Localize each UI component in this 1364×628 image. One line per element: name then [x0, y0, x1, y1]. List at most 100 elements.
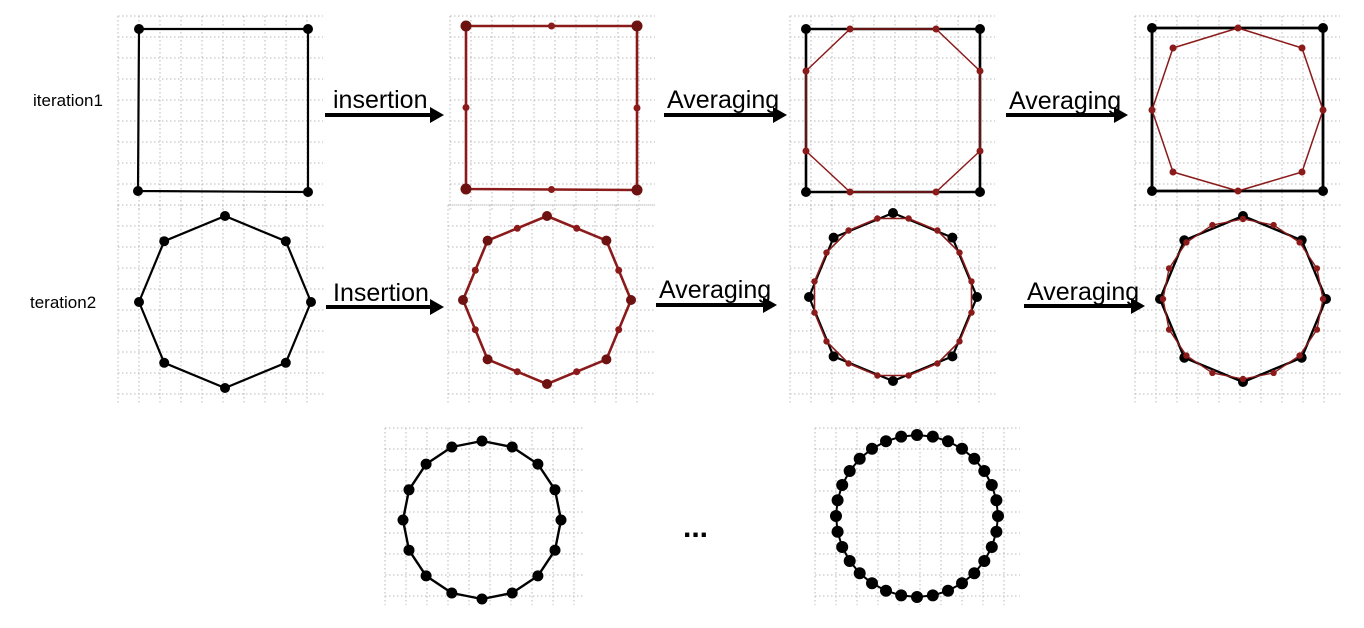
- vertex-point: [976, 67, 984, 75]
- vertex-point: [133, 186, 143, 196]
- arrowhead-r1-averaging-2: [1114, 107, 1128, 123]
- vertex-point: [220, 383, 230, 393]
- grid-r2-original: [117, 204, 325, 405]
- inserted-square-corners: [460, 20, 643, 196]
- vertex-point: [846, 25, 854, 33]
- arrowhead-r1-insertion: [430, 107, 444, 123]
- vertex-point: [905, 215, 912, 222]
- vertex-point: [905, 372, 912, 379]
- vertex-point: [532, 458, 544, 470]
- vertex-point: [942, 435, 954, 448]
- vertex-point: [843, 465, 856, 477]
- averaging-1-octagon-points: [802, 25, 984, 196]
- vertex-point: [134, 24, 144, 34]
- averaging-2-octagon-points: [1148, 24, 1327, 195]
- vertex-point: [542, 379, 552, 389]
- vertex-point: [968, 567, 981, 580]
- step-label-r2-averaging-2: Averaging: [1027, 278, 1139, 306]
- vertex-point: [990, 494, 1003, 507]
- averaging-2-octagon-outer-points: [1155, 211, 1331, 387]
- vertex-point: [895, 430, 908, 443]
- vertex-point: [1239, 375, 1247, 383]
- vertex-point: [555, 514, 567, 526]
- averaging-1-16gon: [813, 217, 973, 377]
- vertex-point: [976, 147, 984, 155]
- vertex-point: [548, 186, 555, 193]
- step-label-r2-insertion: Insertion: [333, 279, 429, 307]
- vertex-point: [1296, 239, 1303, 246]
- vertex-point: [513, 224, 521, 232]
- vertex-point: [1183, 239, 1190, 246]
- vertex-point: [843, 555, 856, 567]
- vertex-point: [831, 525, 844, 538]
- vertex-point: [615, 266, 623, 274]
- vertex-point: [801, 187, 811, 197]
- vertex-point: [506, 587, 518, 599]
- inserted-midpoints: [462, 22, 641, 193]
- vertex-point: [1270, 221, 1277, 229]
- vertex-point: [972, 292, 982, 302]
- vertex-point: [1298, 168, 1306, 176]
- result-16gon-vertices: [397, 435, 567, 605]
- arrowhead-r1-averaging-1: [773, 107, 787, 123]
- vertex-point: [975, 24, 985, 34]
- vertex-point: [823, 249, 830, 256]
- vertex-point: [1209, 369, 1216, 377]
- vertex-point: [513, 368, 521, 376]
- vertex-point: [968, 278, 975, 285]
- vertex-point: [956, 577, 968, 590]
- vertex-point: [992, 510, 1004, 522]
- polygon-shapes: [133, 20, 1331, 605]
- vertex-point: [549, 544, 561, 556]
- vertex-point: [874, 372, 881, 379]
- vertex-point: [1234, 24, 1242, 32]
- vertex-point: [880, 435, 892, 448]
- vertex-point: [542, 211, 552, 221]
- vertex-point: [1169, 168, 1177, 176]
- inserted-octagon-corners: [458, 211, 636, 389]
- vertex-point: [159, 236, 170, 247]
- vertex-point: [932, 188, 940, 196]
- grid-backgrounds: [117, 15, 1342, 605]
- vertex-point: [888, 376, 898, 386]
- averaging-2-square: [1150, 26, 1325, 193]
- vertex-point: [280, 236, 291, 247]
- step-label-r1-averaging-2: Averaging: [1009, 87, 1121, 115]
- vertex-point: [836, 541, 849, 553]
- vertex-point: [990, 525, 1003, 538]
- vertex-point: [836, 479, 849, 491]
- vertex-point: [911, 429, 923, 441]
- averaging-2-octagon: [1151, 27, 1324, 192]
- vertex-point: [1313, 326, 1321, 333]
- vertex-point: [1318, 23, 1328, 33]
- vertex-point: [942, 584, 954, 597]
- vertex-point: [1159, 295, 1167, 303]
- vertex-point: [853, 452, 866, 465]
- averaging-1-square-corners: [801, 24, 985, 197]
- vertex-point: [1183, 352, 1190, 359]
- vertex-point: [956, 249, 963, 256]
- vertex-point: [1239, 215, 1247, 223]
- vertex-point: [866, 442, 878, 455]
- step-label-r2-averaging-1: Averaging: [659, 276, 771, 304]
- vertex-point: [482, 354, 493, 365]
- vertex-point: [471, 326, 479, 334]
- vertex-point: [134, 297, 144, 307]
- vertex-point: [631, 184, 643, 196]
- vertex-point: [804, 292, 814, 302]
- vertex-point: [932, 25, 940, 33]
- grid-r1-averaging-2: [1134, 15, 1340, 210]
- arrowhead-r2-averaging-2: [1131, 298, 1145, 314]
- vertex-point: [549, 484, 561, 496]
- vertex-point: [397, 514, 409, 526]
- vertex-point: [947, 351, 958, 362]
- vertex-point: [811, 309, 818, 316]
- inserted-octagon-midpoints: [471, 224, 623, 376]
- vertex-point: [1319, 106, 1327, 114]
- averaging-1-octagon-outer-points: [804, 208, 982, 386]
- vertex-point: [1296, 352, 1303, 359]
- grid-r2-averaging-2: [1134, 204, 1342, 405]
- vertex-point: [303, 187, 313, 197]
- vertex-point: [306, 297, 316, 307]
- vertex-point: [926, 430, 939, 443]
